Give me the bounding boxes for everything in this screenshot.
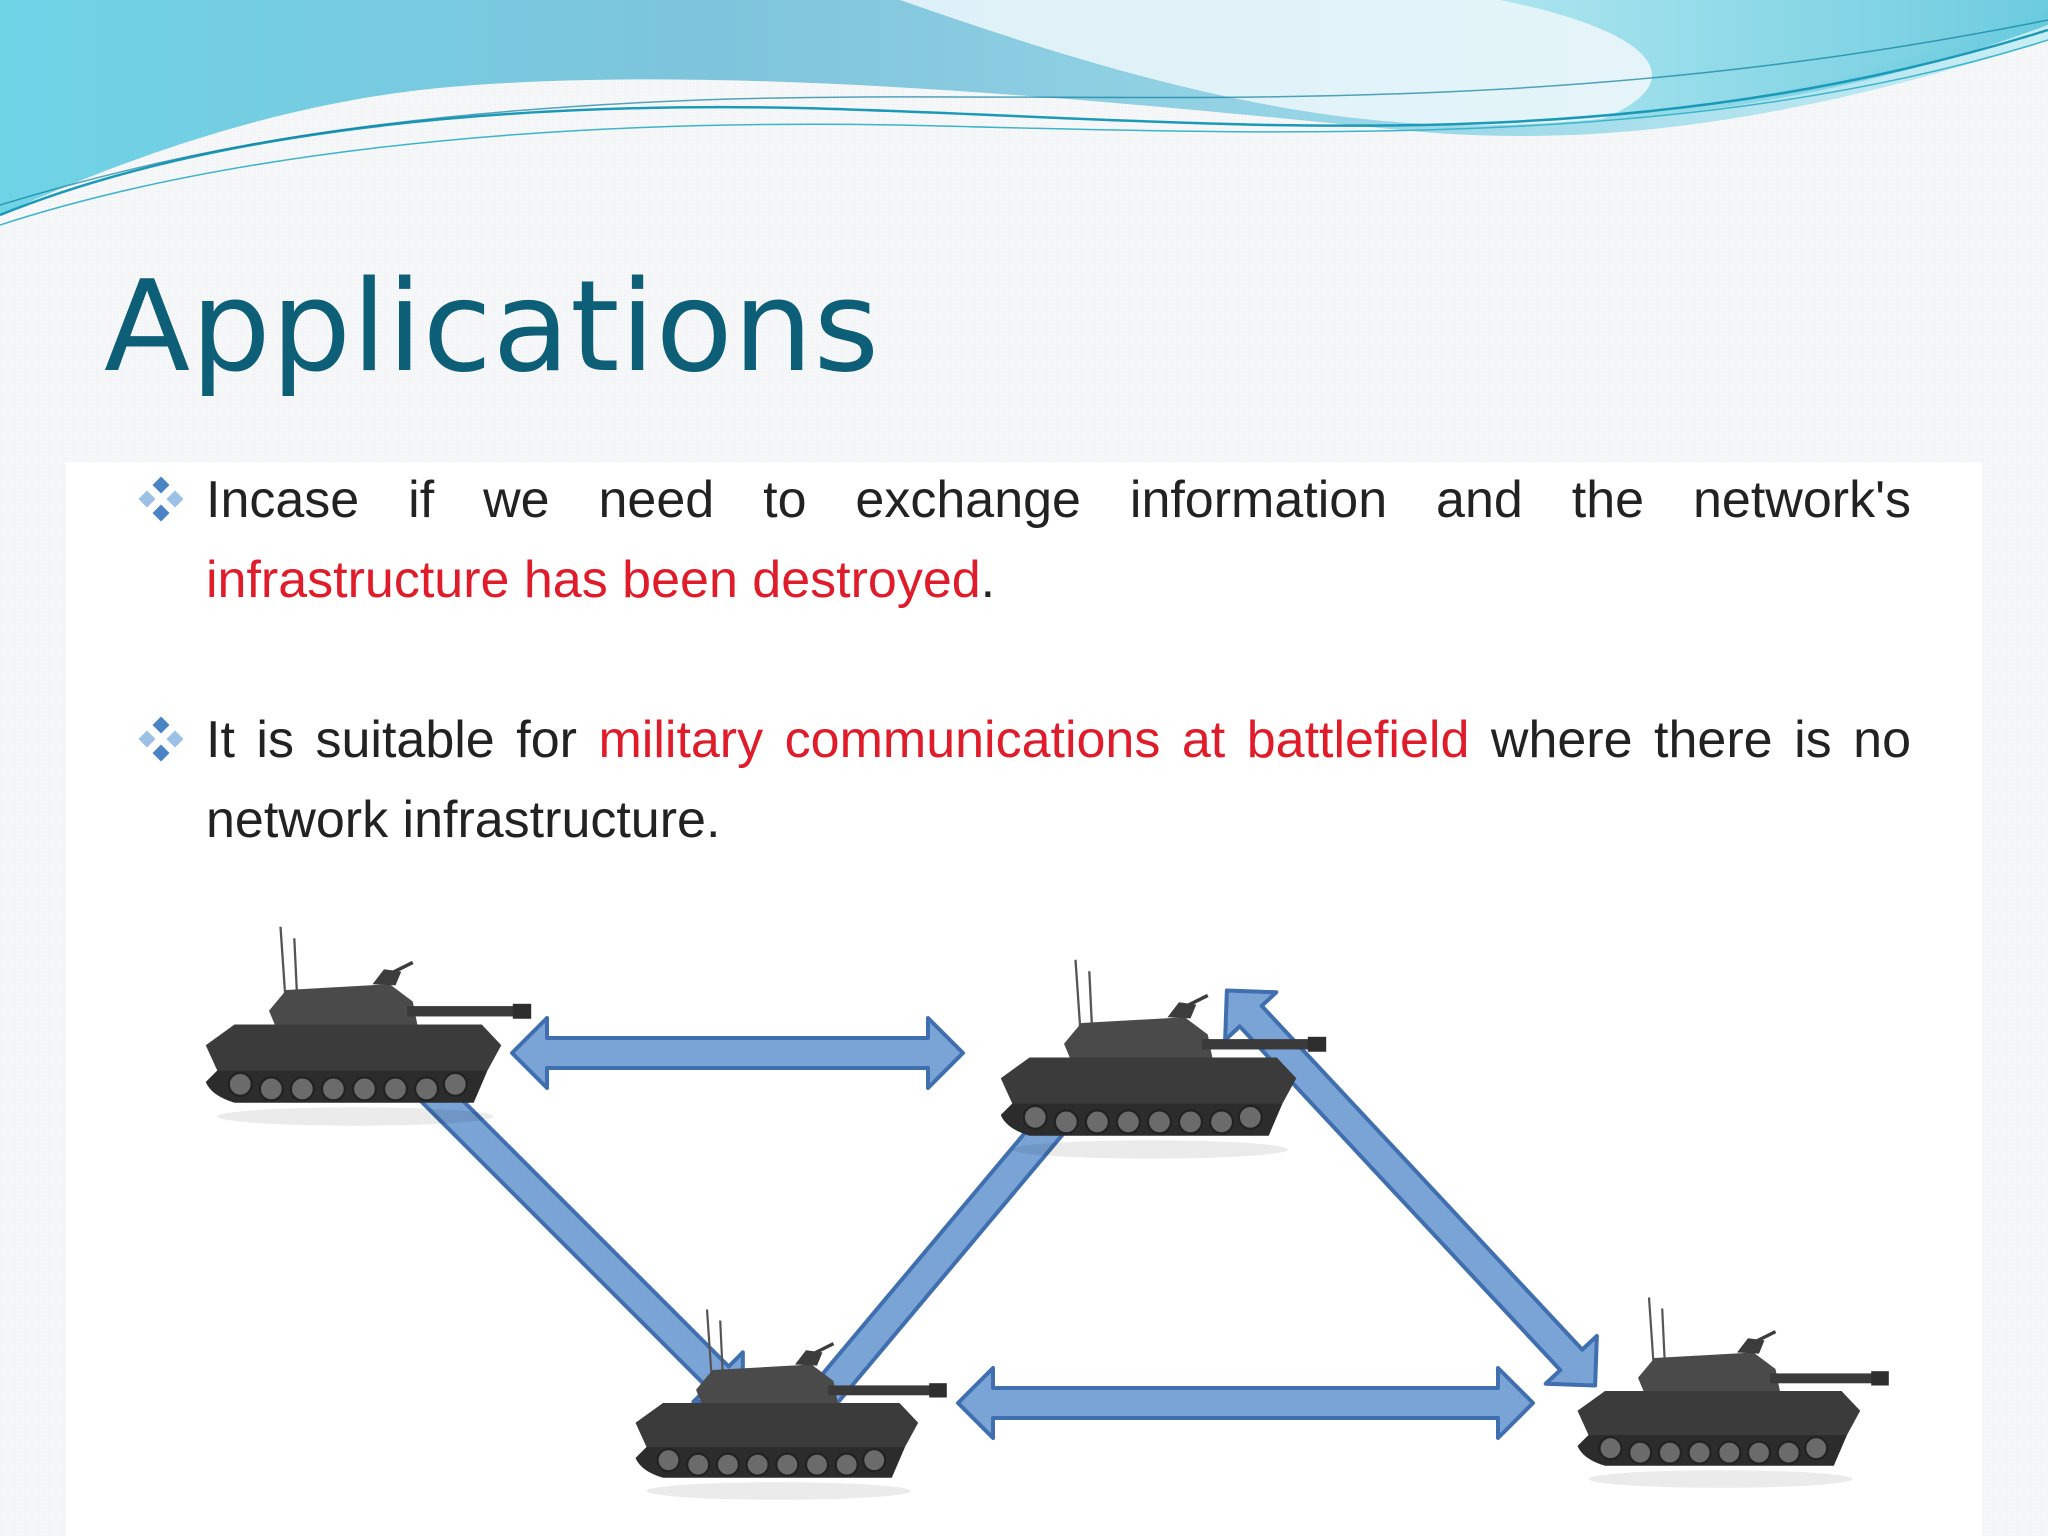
bullet-highlight: infrastructure has been destroyed	[206, 551, 981, 609]
diamond-bullet-icon	[138, 716, 184, 762]
tank-icon	[1575, 1295, 1891, 1490]
bullet-text: It is suitable for	[206, 711, 599, 769]
bullet-item-2: It is suitable for military communicatio…	[138, 700, 1912, 860]
link-top-middle-to-bottom-right	[1223, 988, 1599, 1388]
bullet-highlight: military communications at battlefield	[598, 711, 1470, 769]
bullet-text-end: where there is no network infrastructure…	[206, 711, 1912, 849]
slide-title: Applications	[104, 253, 880, 400]
diamond-bullet-icon	[138, 476, 184, 522]
tank-icon	[204, 925, 533, 1128]
header-wave-decoration	[0, 0, 2048, 226]
link-top-left-to-top-middle	[510, 1016, 965, 1090]
tank-top-left	[204, 925, 533, 1128]
bullet-text-end: .	[980, 551, 996, 609]
tank-bottom-right	[1575, 1295, 1891, 1490]
bullet-text: Incase if we need to exchange informatio…	[206, 471, 1911, 529]
tank-top-middle	[999, 958, 1328, 1161]
network-diagram	[204, 925, 1891, 1502]
bullet-item-1: Incase if we need to exchange informatio…	[138, 460, 1911, 620]
tank-icon	[999, 958, 1328, 1161]
link-bottom-middle-to-bottom-right	[956, 1366, 1535, 1440]
